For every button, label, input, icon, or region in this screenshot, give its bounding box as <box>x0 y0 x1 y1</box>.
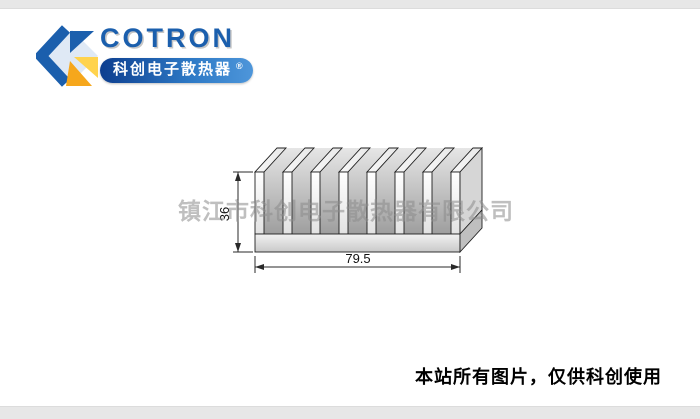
dimension-height: 36 <box>217 171 253 253</box>
brand-name: COTRON <box>100 23 235 53</box>
dimension-height-label: 36 <box>217 207 232 221</box>
top-border-strip <box>0 0 700 9</box>
dimension-width-label: 79.5 <box>345 251 370 266</box>
heatsink-technical-drawing: 36 79.5 <box>217 146 484 273</box>
heatsink-fin-tops <box>253 147 484 173</box>
bottom-border-strip <box>0 406 700 419</box>
logo-text-block: COTRON 科创电子散热器 ® <box>100 23 253 83</box>
dimension-width: 79.5 <box>254 251 461 273</box>
heatsink-fin-gaps <box>264 148 473 234</box>
brand-subtitle: 科创电子散热器 <box>113 60 233 78</box>
cotron-k-logo-icon <box>36 25 98 87</box>
heatsink-base <box>254 146 483 254</box>
usage-note: 本站所有图片，仅供科创使用 <box>415 367 662 387</box>
registered-mark: ® <box>236 60 243 71</box>
brand-logo: COTRON 科创电子散热器 ® <box>36 23 253 90</box>
brand-subtitle-pill: 科创电子散热器 ® <box>100 57 253 83</box>
